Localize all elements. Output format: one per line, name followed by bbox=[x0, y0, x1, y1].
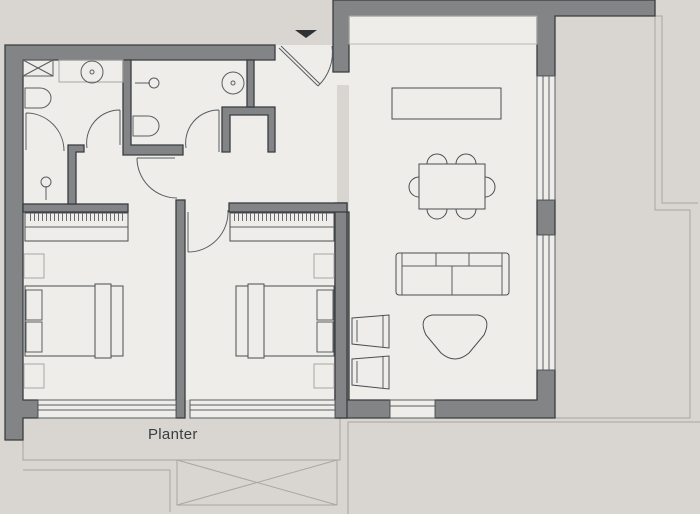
dining-table-icon bbox=[408, 153, 496, 220]
toilet-icon bbox=[24, 87, 52, 109]
bed-icon bbox=[235, 253, 335, 389]
toilet-icon bbox=[132, 115, 160, 137]
planter-box bbox=[176, 459, 338, 506]
shower-icon bbox=[40, 176, 52, 200]
entrance-door-icon[interactable] bbox=[278, 45, 333, 87]
wardrobe-icon bbox=[229, 212, 335, 242]
sofa-icon bbox=[395, 252, 510, 296]
shower-icon bbox=[135, 77, 160, 89]
armchair-icon bbox=[351, 355, 390, 390]
shaft-icon bbox=[22, 59, 54, 77]
doors bbox=[25, 109, 229, 253]
wardrobe-icon bbox=[24, 212, 129, 242]
windows bbox=[37, 15, 556, 419]
armchair-icon bbox=[351, 314, 390, 349]
coffee-table-icon bbox=[422, 314, 488, 360]
sideboard-icon bbox=[391, 87, 502, 120]
entrance-arrow-icon bbox=[295, 30, 317, 38]
planter-label: Planter bbox=[148, 426, 198, 443]
sink-icon bbox=[80, 60, 104, 84]
bed-icon bbox=[23, 253, 124, 389]
sink-icon bbox=[221, 71, 245, 95]
